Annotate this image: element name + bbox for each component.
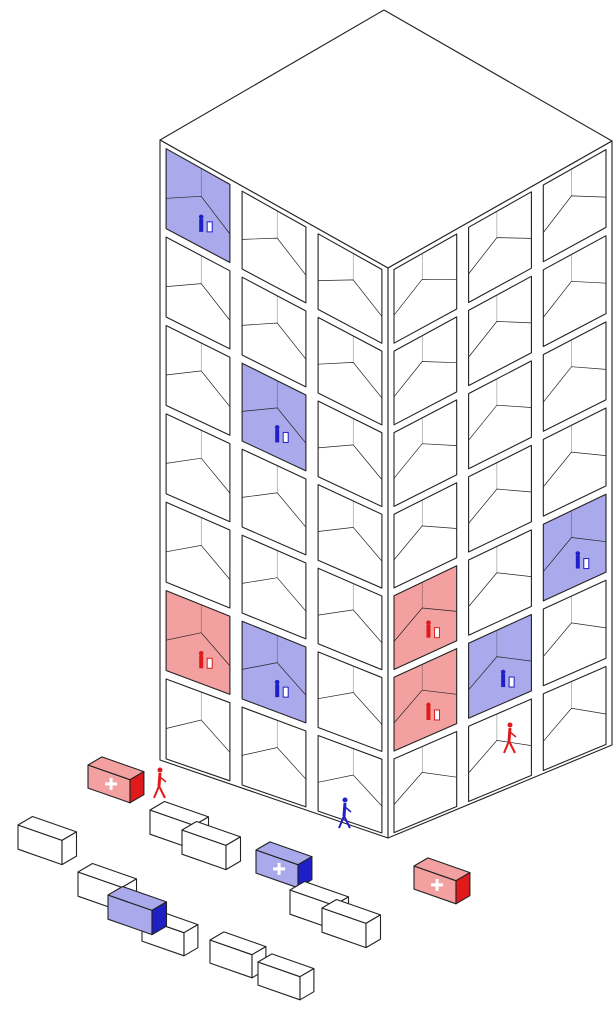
person-icon: [426, 620, 431, 625]
car: [182, 822, 241, 870]
equipment-icon: [207, 658, 212, 668]
pedestrian-red: [154, 768, 166, 799]
car: [108, 887, 167, 935]
person-body: [159, 773, 160, 786]
equipment-icon: [283, 687, 288, 697]
person-body: [275, 429, 279, 442]
equipment-icon: [434, 628, 439, 638]
ambulance-red: [414, 858, 470, 904]
person-leg: [159, 786, 165, 798]
ambulance-red: [88, 757, 144, 803]
equipment-icon: [207, 222, 212, 232]
cross-icon: [278, 863, 281, 875]
ambulance-blue: [256, 842, 312, 888]
person-body: [199, 655, 203, 668]
equipment-icon: [509, 677, 514, 687]
person-icon: [508, 723, 513, 728]
equipment-icon: [283, 432, 288, 442]
person-icon: [199, 215, 204, 220]
person-icon: [199, 651, 204, 656]
person-body: [576, 556, 580, 569]
person-icon: [576, 551, 581, 556]
cross-icon: [110, 778, 113, 790]
person-icon: [158, 768, 163, 773]
building: [160, 10, 612, 838]
equipment-icon: [584, 559, 589, 569]
car: [18, 817, 77, 865]
person-body: [275, 684, 279, 697]
person-icon: [426, 703, 431, 708]
person-body: [344, 803, 345, 816]
person-leg: [154, 786, 159, 798]
car: [322, 900, 381, 948]
person-icon: [275, 680, 280, 685]
person-icon: [501, 670, 506, 675]
person-body: [199, 219, 203, 232]
car: [258, 954, 314, 1000]
person-body: [426, 625, 430, 638]
cross-icon: [436, 879, 439, 891]
equipment-icon: [434, 710, 439, 720]
person-icon: [275, 425, 280, 430]
person-body: [426, 707, 430, 720]
person-body: [509, 728, 510, 741]
person-icon: [343, 798, 348, 803]
person-body: [501, 674, 505, 687]
